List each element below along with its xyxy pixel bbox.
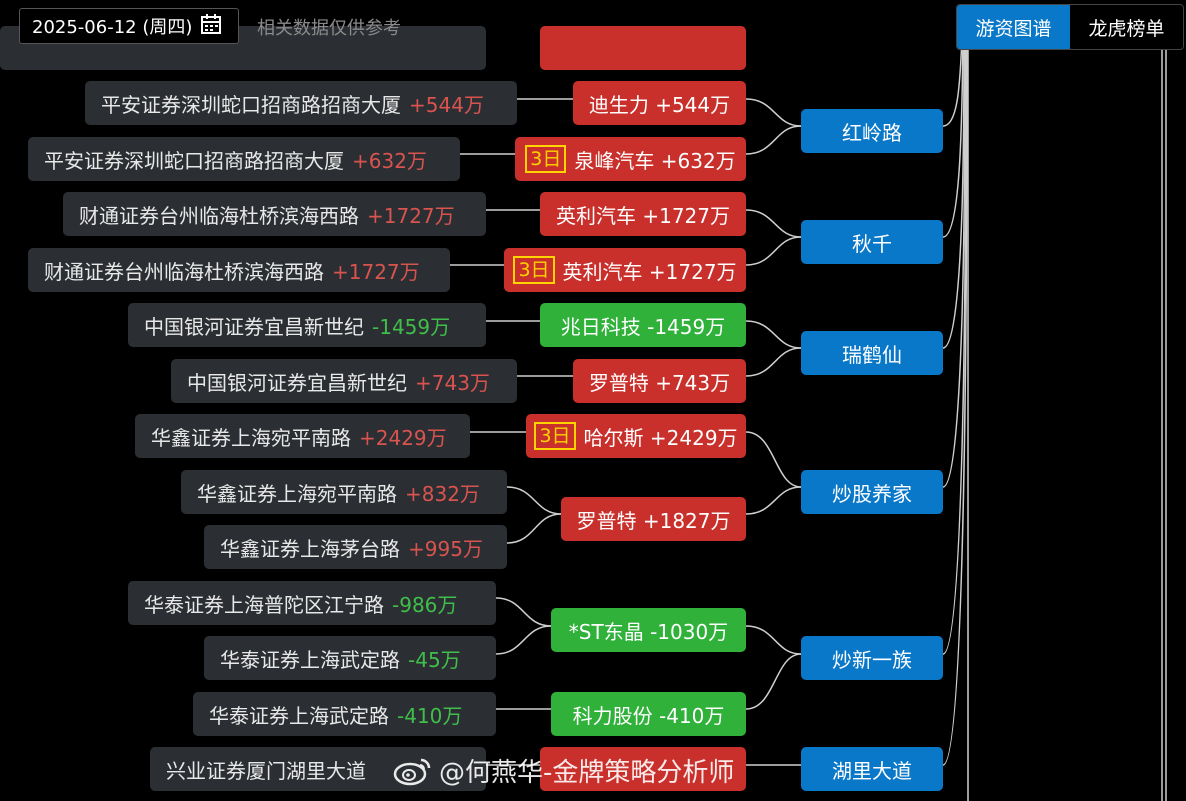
trader-label: 湖里大道 <box>832 758 912 783</box>
date-picker[interactable]: 2025-06-12 (周四) <box>19 8 239 44</box>
broker-name: 财通证券台州临海杜桥滨海西路 <box>44 259 324 284</box>
stock-node[interactable]: 迪生力 +544万 <box>573 81 746 125</box>
broker-amount: +995万 <box>408 536 483 561</box>
broker-name: 华鑫证券上海茅台路 <box>220 536 400 561</box>
broker-amount: +743万 <box>415 370 490 395</box>
consecutive-days-badge: 3日 <box>513 256 555 284</box>
broker-amount: +1727万 <box>367 203 455 228</box>
trader-node[interactable]: 红岭路 <box>801 109 943 153</box>
broker-amount: -410万 <box>397 703 463 728</box>
broker-node[interactable]: 财通证券台州临海杜桥滨海西路 +1727万 <box>28 248 450 292</box>
broker-amount: +832万 <box>405 481 480 506</box>
broker-name: 华泰证券上海武定路 <box>220 647 400 672</box>
stock-node[interactable]: 罗普特 +743万 <box>573 359 746 403</box>
trader-node[interactable]: 瑞鹤仙 <box>801 331 943 375</box>
stock-label: 英利汽车 +1727万 <box>562 259 737 284</box>
broker-amount: -45万 <box>408 647 461 672</box>
broker-amount: +1727万 <box>332 259 420 284</box>
broker-node[interactable]: 财通证券台州临海杜桥滨海西路 +1727万 <box>63 192 486 236</box>
broker-node[interactable]: 华鑫证券上海宛平南路 +2429万 <box>135 414 470 458</box>
broker-name: 华鑫证券上海宛平南路 <box>151 425 351 450</box>
trader-node[interactable]: 秋千 <box>801 220 943 264</box>
stock-label: 泉峰汽车 +632万 <box>574 148 736 173</box>
broker-node[interactable]: 兴业证券厦门湖里大道 <box>150 747 486 791</box>
broker-amount: +544万 <box>409 92 484 117</box>
stock-label: 英利汽车 +1727万 <box>555 203 730 228</box>
broker-node[interactable]: 华泰证券上海武定路 -410万 <box>193 692 496 736</box>
broker-name: 华泰证券上海普陀区江宁路 <box>144 592 384 617</box>
stock-node[interactable]: 英利汽车 +1727万 <box>540 192 746 236</box>
stock-label: 罗普特 +743万 <box>588 370 731 395</box>
watermark: @何燕华-金牌策略分析师 <box>393 752 734 789</box>
disclaimer-note: 相关数据仅供参考 <box>257 18 401 39</box>
broker-name: 平安证券深圳蛇口招商路招商大厦 <box>44 148 344 173</box>
stock-label: *ST东晶 -1030万 <box>568 619 729 644</box>
tab-longhu-list[interactable]: 龙虎榜单 <box>1070 5 1183 49</box>
stock-node[interactable]: 3日泉峰汽车 +632万 <box>515 137 746 181</box>
broker-amount: +632万 <box>352 148 427 173</box>
stock-node[interactable]: *ST东晶 -1030万 <box>551 608 746 652</box>
broker-name: 华鑫证券上海宛平南路 <box>197 481 397 506</box>
stock-node[interactable]: 科力股份 -410万 <box>551 692 746 736</box>
broker-amount: +2429万 <box>359 425 447 450</box>
date-text: 2025-06-12 (周四) <box>32 17 193 38</box>
stock-label: 哈尔斯 +2429万 <box>583 425 738 450</box>
broker-node[interactable]: 华泰证券上海武定路 -45万 <box>204 636 496 680</box>
broker-node[interactable]: 华泰证券上海普陀区江宁路 -986万 <box>128 581 496 625</box>
trader-label: 秋千 <box>852 231 892 256</box>
stock-label: 科力股份 -410万 <box>572 703 725 728</box>
broker-name: 中国银河证券宜昌新世纪 <box>144 314 364 339</box>
stock-node[interactable]: 3日英利汽车 +1727万 <box>504 248 746 292</box>
broker-node[interactable]: 中国银河证券宜昌新世纪 +743万 <box>171 359 517 403</box>
calendar-icon[interactable] <box>200 13 222 40</box>
trader-node[interactable]: 湖里大道 <box>801 747 943 791</box>
stock-label: 兆日科技 -1459万 <box>560 314 726 339</box>
stock-node[interactable]: 3日哈尔斯 +2429万 <box>526 414 746 458</box>
stock-node[interactable]: 兆日科技 -1459万 <box>540 303 746 347</box>
weibo-icon <box>393 758 431 785</box>
trader-label: 炒股养家 <box>832 481 912 506</box>
broker-node[interactable]: 中国银河证券宜昌新世纪 -1459万 <box>128 303 486 347</box>
stock-label: 迪生力 +544万 <box>588 92 731 117</box>
broker-name: 华泰证券上海武定路 <box>209 703 389 728</box>
broker-node[interactable]: 华鑫证券上海宛平南路 +832万 <box>181 470 507 514</box>
trader-label: 红岭路 <box>842 120 902 145</box>
broker-name: 中国银河证券宜昌新世纪 <box>187 370 407 395</box>
trader-node[interactable]: 炒新一族 <box>801 636 943 680</box>
trader-label: 瑞鹤仙 <box>842 342 902 367</box>
broker-name: 兴业证券厦门湖里大道 <box>166 758 366 783</box>
consecutive-days-badge: 3日 <box>534 422 576 450</box>
broker-amount: -1459万 <box>372 314 451 339</box>
broker-node[interactable]: 华鑫证券上海茅台路 +995万 <box>204 525 507 569</box>
broker-node[interactable]: 平安证券深圳蛇口招商路招商大厦 +632万 <box>28 137 460 181</box>
trader-node[interactable]: 炒股养家 <box>801 470 943 514</box>
broker-name: 平安证券深圳蛇口招商路招商大厦 <box>101 92 401 117</box>
broker-node[interactable]: 平安证券深圳蛇口招商路招商大厦 +544万 <box>85 81 517 125</box>
trader-label: 炒新一族 <box>832 647 912 672</box>
view-tabs: 游资图谱 龙虎榜单 <box>956 4 1184 50</box>
watermark-text: @何燕华-金牌策略分析师 <box>439 758 735 788</box>
tab-youzi-graph[interactable]: 游资图谱 <box>957 5 1070 49</box>
stock-node[interactable]: 罗普特 +1827万 <box>561 497 746 541</box>
consecutive-days-badge: 3日 <box>525 145 567 173</box>
stock-label: 罗普特 +1827万 <box>576 508 731 533</box>
broker-name: 财通证券台州临海杜桥滨海西路 <box>79 203 359 228</box>
stock-node[interactable] <box>540 747 746 791</box>
broker-amount: -986万 <box>392 592 458 617</box>
stock-node-partial[interactable] <box>540 26 746 70</box>
